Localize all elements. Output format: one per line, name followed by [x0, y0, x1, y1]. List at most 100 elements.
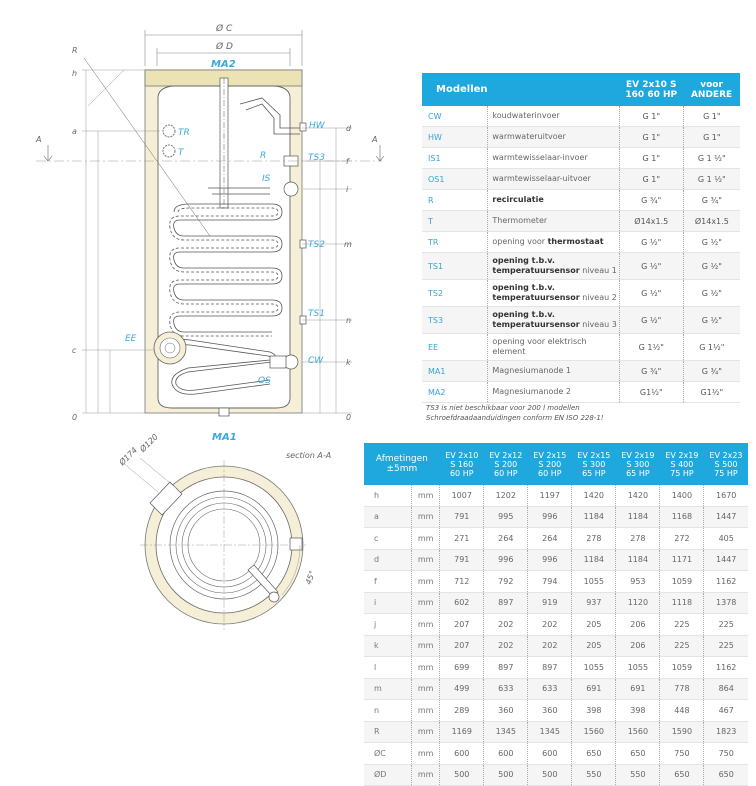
dimension-code: i: [364, 592, 412, 614]
dimension-unit: mm: [410, 699, 440, 722]
connections-col-other: voor ANDERE: [683, 73, 740, 106]
connection-code: R: [422, 189, 488, 211]
dimension-value: 953: [615, 570, 660, 593]
dimension-unit: mm: [410, 656, 440, 679]
cw-port-socket: [269, 355, 287, 369]
dimension-value: 205: [571, 613, 616, 636]
marker-m: m: [344, 240, 352, 249]
dimension-value: 206: [615, 635, 660, 657]
dimension-value: 650: [659, 764, 704, 786]
connection-value-model: G ½": [618, 279, 684, 307]
connection-value-other: G1½": [682, 381, 740, 403]
connection-value-model: G ½": [618, 306, 684, 334]
connection-value-other: G ½": [682, 231, 740, 253]
dimension-value: 750: [703, 742, 748, 765]
dimension-value: 550: [571, 764, 616, 786]
angle-label-174: Ø174: [116, 445, 139, 468]
connection-code: TS1: [422, 252, 488, 280]
dimension-value: 699: [439, 656, 484, 679]
connection-value-other: G ½": [682, 279, 740, 307]
dimension-value: 897: [527, 656, 572, 679]
connection-value-model: G 1": [618, 126, 684, 148]
dim-d-label: Ø D: [215, 41, 233, 52]
dimensions-col-model-line: 65 HP: [626, 468, 650, 478]
dimension-value: 1184: [615, 549, 660, 571]
dimensions-col-model-line: S 160: [450, 459, 474, 469]
label-r: R: [260, 151, 266, 161]
connection-description: opening voor elektrisch element: [487, 333, 620, 361]
dimensions-col-model-line: EV 2x15: [533, 450, 567, 460]
dimensions-col-model-line: EV 2x10: [445, 450, 479, 460]
connection-value-model: G ½": [618, 231, 684, 253]
connection-value-other: G ¾": [682, 189, 740, 211]
dimension-value: 1184: [571, 506, 616, 528]
thermometer-port: [162, 144, 176, 158]
connection-value-other: G 1½": [682, 333, 740, 361]
dimension-value: 207: [439, 635, 484, 657]
dimension-code: m: [364, 678, 412, 700]
dimension-value: 1447: [703, 549, 748, 571]
section-title: section A-A: [286, 451, 331, 460]
dimension-unit: mm: [410, 549, 440, 571]
connections-table-header: Modellen: [422, 73, 620, 106]
dimension-value: 1055: [571, 656, 616, 679]
dimension-value: 1345: [483, 721, 528, 743]
dimension-code: k: [364, 635, 412, 657]
marker-d: d: [346, 124, 352, 133]
dimension-unit: mm: [410, 506, 440, 528]
dimensions-label-header: Afmetingen ±5mm: [364, 443, 440, 485]
label-os: OS: [258, 376, 271, 386]
marker-zero-left: 0: [72, 413, 77, 422]
dimension-unit: mm: [410, 635, 440, 657]
dimension-value: 1169: [439, 721, 484, 743]
dimension-value: 1059: [659, 656, 704, 679]
dimension-unit: mm: [410, 570, 440, 593]
connection-value-model: Ø14x1.5: [618, 210, 684, 232]
dimension-value: 398: [615, 699, 660, 722]
dimension-value: 1560: [571, 721, 616, 743]
top-dimensions: [144, 30, 303, 66]
connection-value-other: G 1": [682, 126, 740, 148]
connection-code: IS1: [422, 147, 488, 169]
boiler-technical-drawing: Ø C Ø D MA2: [35, 23, 385, 630]
dimension-value: 778: [659, 678, 704, 700]
dimension-code: ØD: [364, 764, 412, 786]
connection-description: opening t.b.v. temperatuursensor niveau …: [487, 252, 620, 280]
marker-zero-right: 0: [346, 413, 351, 422]
dimension-value: 202: [527, 635, 572, 657]
marker-a: a: [72, 127, 77, 136]
dimension-value: 937: [571, 592, 616, 614]
dimension-value: 996: [483, 549, 528, 571]
label-ts3: TS3: [308, 153, 325, 163]
dimensions-label-line1: Afmetingen: [375, 454, 428, 464]
dimension-value: 712: [439, 570, 484, 593]
dimensions-col-model-line: 60 HP: [449, 468, 474, 478]
dimension-value: 633: [483, 678, 528, 700]
dimension-value: 1197: [527, 485, 572, 507]
dimension-value: 550: [615, 764, 660, 786]
connection-description: Magnesiumanode 2: [487, 381, 620, 403]
dimensions-col-model-line: 75 HP: [714, 468, 738, 478]
connections-table: Modellen EV 2x10 S 160 60 HP voor ANDERE…: [422, 73, 740, 403]
dimension-value: 398: [571, 699, 616, 722]
label-ee: EE: [125, 334, 137, 344]
dimension-unit: mm: [410, 721, 440, 743]
dimension-value: 1184: [615, 506, 660, 528]
connection-value-model: G ¾": [618, 189, 684, 211]
dimension-value: 202: [483, 613, 528, 636]
connection-value-model: G 1": [618, 168, 684, 190]
dimension-value: 600: [483, 742, 528, 765]
connection-value-model: G 1½": [618, 333, 684, 361]
connection-code: T: [422, 210, 488, 232]
